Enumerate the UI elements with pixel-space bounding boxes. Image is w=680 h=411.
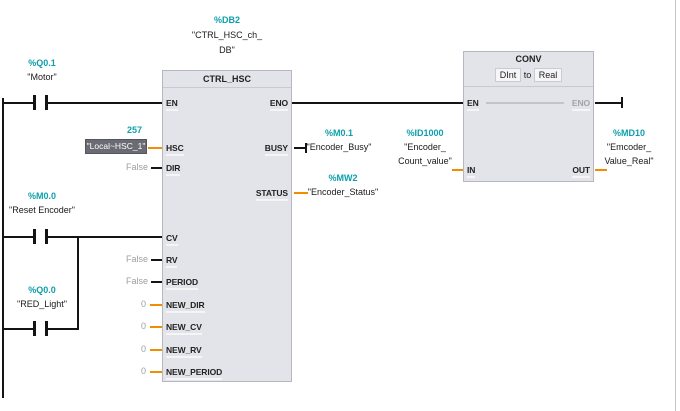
conv-in-address: %ID1000 xyxy=(406,128,444,138)
new-period-input-value[interactable]: 0 xyxy=(140,366,146,376)
conv-pin-out[interactable]: OUT xyxy=(572,165,590,178)
conv-in-name-line1: "Encoder_ xyxy=(404,142,446,152)
conv-type-to-select[interactable]: Real xyxy=(533,68,563,82)
conn-busy-tick xyxy=(305,143,307,153)
conn-rv xyxy=(151,259,163,261)
wire-branch-vertical xyxy=(77,236,79,330)
contact-motor[interactable] xyxy=(33,95,48,110)
pin-dir[interactable]: DIR xyxy=(166,163,180,176)
instance-db-name-line1: "CTRL_HSC_ch_ xyxy=(191,30,263,40)
operand-encoder-busy[interactable]: %M0.1 "Encoder_Busy" xyxy=(300,126,378,154)
operand-motor-address: %Q0.1 xyxy=(28,58,56,68)
operand-red-address: %Q0.0 xyxy=(28,285,56,295)
conn-status xyxy=(294,192,308,194)
conv-pin-en[interactable]: EN xyxy=(467,98,479,111)
conv-header-divider xyxy=(464,86,593,87)
operand-reset-encoder[interactable]: %M0.0 "Reset Encoder" xyxy=(0,189,84,217)
conn-hsc xyxy=(148,147,163,149)
instance-db-name-line2: DB" xyxy=(219,45,235,55)
conn-dir xyxy=(151,167,163,169)
pin-new-cv[interactable]: NEW_CV xyxy=(166,322,202,335)
dir-input-value[interactable]: False xyxy=(125,162,148,172)
operand-red-light[interactable]: %Q0.0 "RED_Light" xyxy=(0,283,84,311)
ctrl-hsc-block[interactable]: CTRL_HSC EN HSC DIR CV RV PERIOD NEW_DIR… xyxy=(162,70,292,382)
conv-in-name-line2: Count_value" xyxy=(398,156,452,166)
ctrl-hsc-title[interactable]: CTRL_HSC xyxy=(163,71,291,88)
conv-en-eno-innerline xyxy=(486,102,564,104)
pin-new-rv[interactable]: NEW_RV xyxy=(166,345,202,358)
busy-operand-address: %M0.1 xyxy=(324,128,353,138)
operand-motor[interactable]: %Q0.1 "Motor" xyxy=(4,56,80,84)
conv-title[interactable]: CONV xyxy=(515,54,542,64)
conn-period xyxy=(151,281,163,283)
instance-db-address: %DB2 xyxy=(213,15,240,25)
instance-db-label[interactable]: %DB2 "CTRL_HSC_ch_ DB" xyxy=(162,13,292,58)
status-operand-name: "Encoder_Status" xyxy=(307,187,379,197)
contact-reset-encoder[interactable] xyxy=(33,229,48,244)
conn-new-rv xyxy=(150,349,163,351)
wire-end-tick xyxy=(621,97,623,108)
conv-block[interactable]: CONV DInt to Real EN ENO IN OUT xyxy=(463,51,594,182)
contact-red-light[interactable] xyxy=(33,321,48,336)
pin-cv[interactable]: CV xyxy=(166,233,178,246)
pin-en[interactable]: EN xyxy=(166,98,178,111)
conn-new-cv xyxy=(150,326,163,328)
new-rv-input-value[interactable]: 0 xyxy=(140,344,146,354)
operand-reset-address: %M0.0 xyxy=(27,191,56,201)
conv-type-row: DInt to Real xyxy=(464,68,593,82)
conn-conv-out xyxy=(595,169,607,171)
conv-out-address: %MD10 xyxy=(612,128,645,138)
operand-motor-name: "Motor" xyxy=(27,72,57,82)
conn-new-period xyxy=(150,371,163,373)
operand-reset-name: "Reset Encoder" xyxy=(9,205,75,215)
pin-hsc[interactable]: HSC xyxy=(166,143,184,156)
editor-pane-border xyxy=(675,0,676,411)
wire-rung1 xyxy=(2,102,163,104)
pin-new-period[interactable]: NEW_PERIOD xyxy=(166,367,222,380)
conv-out-name-line2: Value_Real" xyxy=(604,156,654,166)
wire-rung2 xyxy=(2,236,163,238)
wire-eno-to-conv xyxy=(292,102,464,104)
pin-status[interactable]: STATUS xyxy=(255,188,288,201)
period-input-value[interactable]: False xyxy=(125,276,148,286)
hsc-operand-selected[interactable]: "Local~HSC_1" xyxy=(85,139,147,154)
hsc-input-value[interactable]: 257 xyxy=(126,125,142,135)
wire-conv-eno-out xyxy=(595,102,622,104)
conn-conv-in xyxy=(452,169,464,171)
conv-pin-eno[interactable]: ENO xyxy=(571,98,590,111)
conn-busy xyxy=(294,147,306,149)
pin-period[interactable]: PERIOD xyxy=(166,277,198,290)
conv-type-join: to xyxy=(523,70,532,80)
operand-encoder-status[interactable]: %MW2 "Encoder_Status" xyxy=(300,171,386,199)
new-cv-input-value[interactable]: 0 xyxy=(140,321,146,331)
pin-new-dir[interactable]: NEW_DIR xyxy=(166,300,205,313)
operand-emcoder-value-real[interactable]: %MD10 "Emcoder_ Value_Real" xyxy=(598,126,660,168)
operand-encoder-count-value[interactable]: %ID1000 "Encoder_ Count_value" xyxy=(396,126,454,168)
pin-eno[interactable]: ENO xyxy=(269,98,288,111)
busy-operand-name: "Encoder_Busy" xyxy=(306,142,372,152)
new-dir-input-value[interactable]: 0 xyxy=(140,299,146,309)
conv-pin-in[interactable]: IN xyxy=(467,165,475,178)
power-rail xyxy=(2,98,4,398)
conn-new-dir xyxy=(150,304,163,306)
pin-rv[interactable]: RV xyxy=(166,255,178,268)
status-operand-address: %MW2 xyxy=(328,173,358,183)
pin-busy[interactable]: BUSY xyxy=(264,143,288,156)
rv-input-value[interactable]: False xyxy=(125,254,148,264)
conv-type-from-select[interactable]: DInt xyxy=(494,68,522,82)
operand-red-name: "RED_Light" xyxy=(17,299,67,309)
conv-out-name-line1: "Emcoder_ xyxy=(606,142,652,152)
